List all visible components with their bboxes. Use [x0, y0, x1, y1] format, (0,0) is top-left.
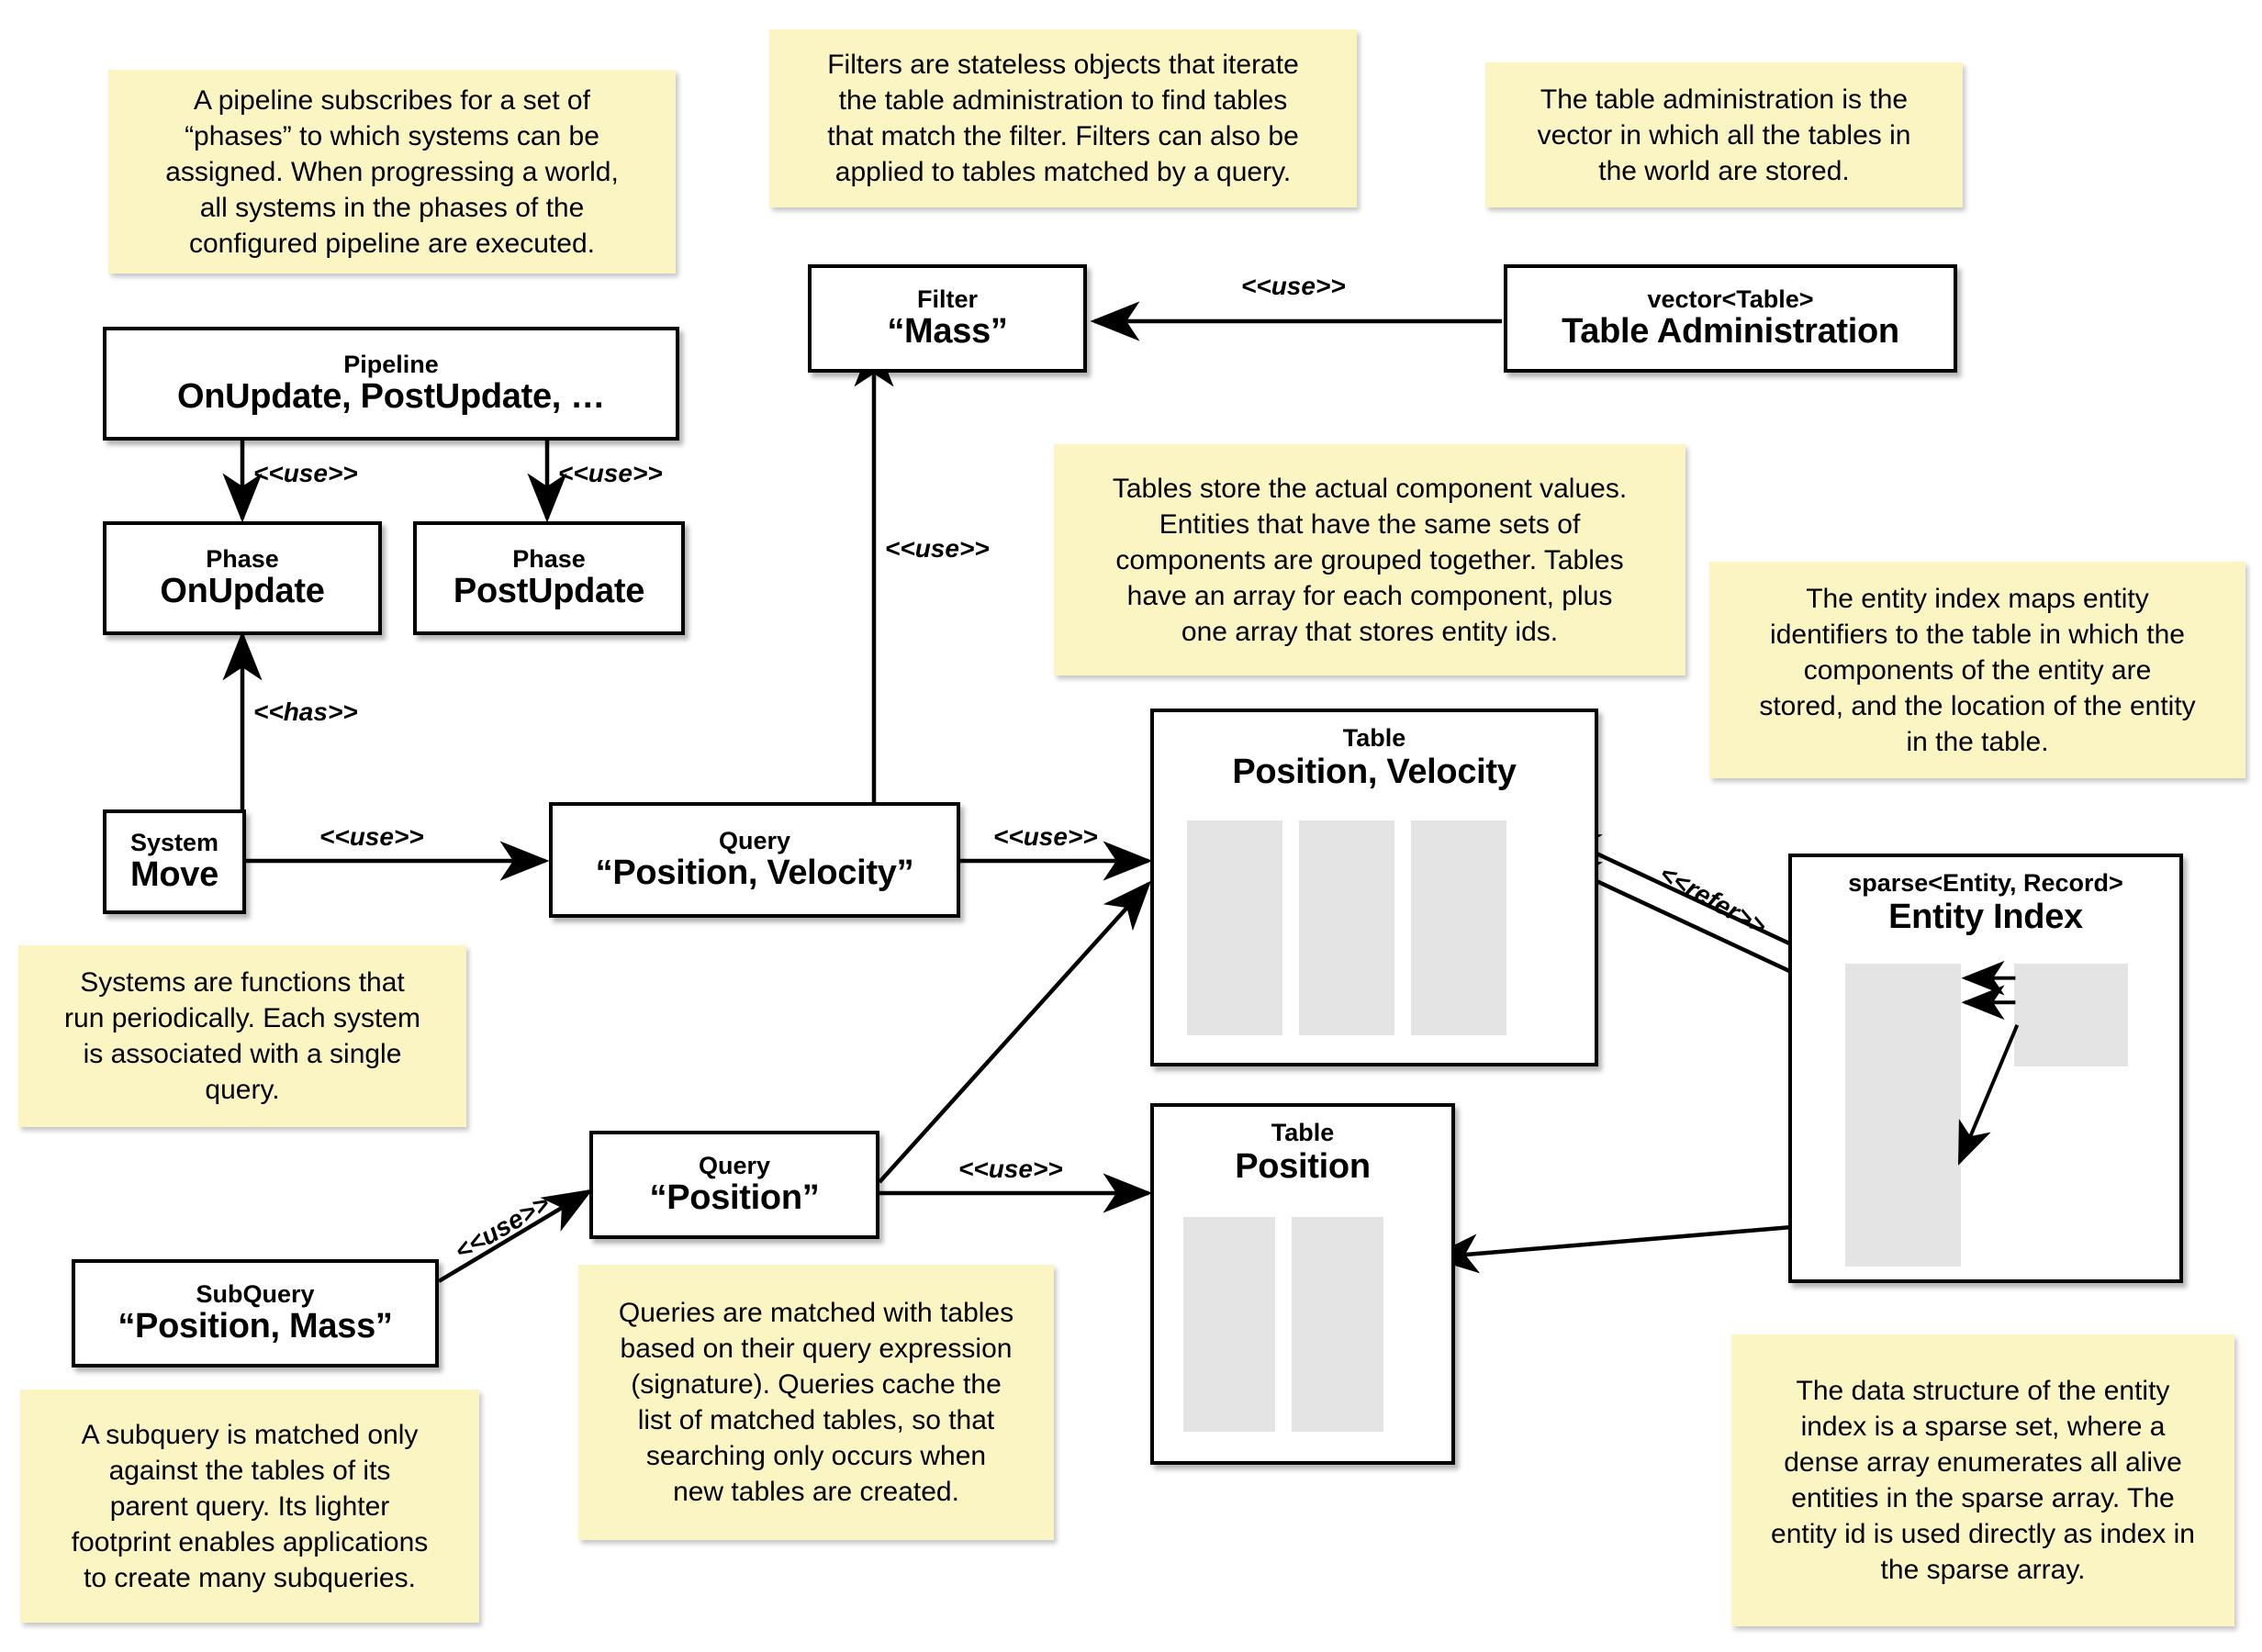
box-phase-postupdate-stereotype: Phase	[512, 544, 586, 573]
edge-label-pipeline-onupdate: <<use>>	[253, 459, 358, 487]
box-phase-postupdate-name: PostUpdate	[453, 571, 645, 610]
edge-label-query-uses-filter: <<use>>	[885, 534, 990, 563]
table-column	[1187, 820, 1282, 1035]
entity-index-header: sparse<Entity, Record> Entity Index	[1792, 857, 2179, 936]
table-column	[1411, 820, 1506, 1035]
note-pipeline: A pipeline subscribes for a set of “phas…	[108, 70, 676, 273]
edge-label-pipeline-postupdate: <<use>>	[558, 459, 663, 487]
edge-label-system-uses-query: <<use>>	[319, 822, 424, 851]
note-subquery: A subquery is matched only against the t…	[20, 1390, 479, 1623]
box-phase-postupdate[interactable]: Phase PostUpdate	[413, 521, 685, 635]
note-systems: Systems are functions that run periodica…	[18, 945, 466, 1127]
table-column	[1292, 1217, 1383, 1432]
box-phase-onupdate[interactable]: Phase OnUpdate	[103, 521, 382, 635]
box-entity-index-stereotype: sparse<Entity, Record>	[1848, 869, 2123, 897]
box-table-position-velocity[interactable]: Table Position, Velocity	[1150, 709, 1598, 1066]
edge-label-tableadmin-uses-filter: <<use>>	[1241, 272, 1346, 300]
box-query-position-stereotype: Query	[698, 1151, 771, 1179]
note-tables: Tables store the actual component values…	[1054, 444, 1685, 675]
box-table-position-name: Position	[1235, 1146, 1371, 1186]
box-table-administration[interactable]: vector<Table> Table Administration	[1504, 264, 1957, 373]
box-phase-onupdate-stereotype: Phase	[206, 544, 279, 573]
box-system-move-name: Move	[130, 854, 218, 894]
box-query-position-velocity-stereotype: Query	[718, 826, 791, 854]
box-table-position-velocity-stereotype: Table	[1342, 724, 1406, 752]
edge-querypos-uses-table-posvel	[878, 880, 1152, 1184]
note-sparse-set: The data structure of the entity index i…	[1731, 1334, 2234, 1626]
note-table-administration: The table administration is the vector i…	[1485, 62, 1963, 207]
box-pipeline-name: OnUpdate, PostUpdate, …	[176, 376, 606, 416]
box-table-administration-stereotype: vector<Table>	[1647, 285, 1814, 313]
box-query-position-velocity[interactable]: Query “Position, Velocity”	[549, 802, 960, 918]
entity-index-arrow-dense-to-sparse-3	[1957, 1024, 2020, 1166]
table-column	[1299, 820, 1394, 1035]
box-filter-mass[interactable]: Filter “Mass”	[808, 264, 1087, 373]
box-table-position[interactable]: Table Position	[1150, 1103, 1455, 1465]
box-subquery-position-mass[interactable]: SubQuery “Position, Mass”	[72, 1259, 439, 1367]
box-entity-index-name: Entity Index	[1888, 897, 2083, 936]
box-entity-index[interactable]: sparse<Entity, Record> Entity Index	[1788, 854, 2183, 1283]
box-pipeline-stereotype: Pipeline	[343, 350, 439, 378]
table-position-header: Table Position	[1154, 1107, 1451, 1186]
box-subquery-position-mass-name: “Position, Mass”	[118, 1306, 393, 1345]
dense-array-block	[2014, 964, 2128, 1066]
box-query-position[interactable]: Query “Position”	[589, 1131, 879, 1239]
sparse-array-block	[1845, 964, 1961, 1267]
box-filter-mass-name: “Mass”	[887, 311, 1008, 351]
table-position-velocity-header: Table Position, Velocity	[1154, 712, 1595, 791]
edge-label-query-uses-table: <<use>>	[993, 822, 1098, 851]
box-query-position-velocity-name: “Position, Velocity”	[595, 853, 914, 892]
box-pipeline[interactable]: Pipeline OnUpdate, PostUpdate, …	[103, 327, 679, 441]
box-system-move-stereotype: System	[129, 828, 219, 856]
edge-label-entityindex-refers-table: <<refer>>	[1654, 859, 1772, 942]
note-queries: Queries are matched with tables based on…	[578, 1265, 1054, 1540]
edge-label-querypos-uses-table: <<use>>	[958, 1155, 1063, 1183]
box-filter-mass-stereotype: Filter	[916, 285, 978, 313]
table-column	[1183, 1217, 1275, 1432]
box-table-administration-name: Table Administration	[1562, 311, 1899, 351]
edge-label-system-has-phase: <<has>>	[253, 698, 358, 726]
edge-label-subquery-uses-query: <<use>>	[450, 1189, 554, 1266]
box-system-move[interactable]: System Move	[103, 809, 246, 914]
box-query-position-name: “Position”	[649, 1178, 820, 1217]
box-table-position-stereotype: Table	[1271, 1119, 1335, 1146]
box-phase-onupdate-name: OnUpdate	[160, 571, 325, 610]
box-subquery-position-mass-stereotype: SubQuery	[196, 1279, 315, 1308]
note-filter: Filters are stateless objects that itera…	[769, 29, 1357, 207]
box-table-position-velocity-name: Position, Velocity	[1232, 752, 1517, 791]
note-entity-index: The entity index maps entity identifiers…	[1709, 562, 2245, 778]
